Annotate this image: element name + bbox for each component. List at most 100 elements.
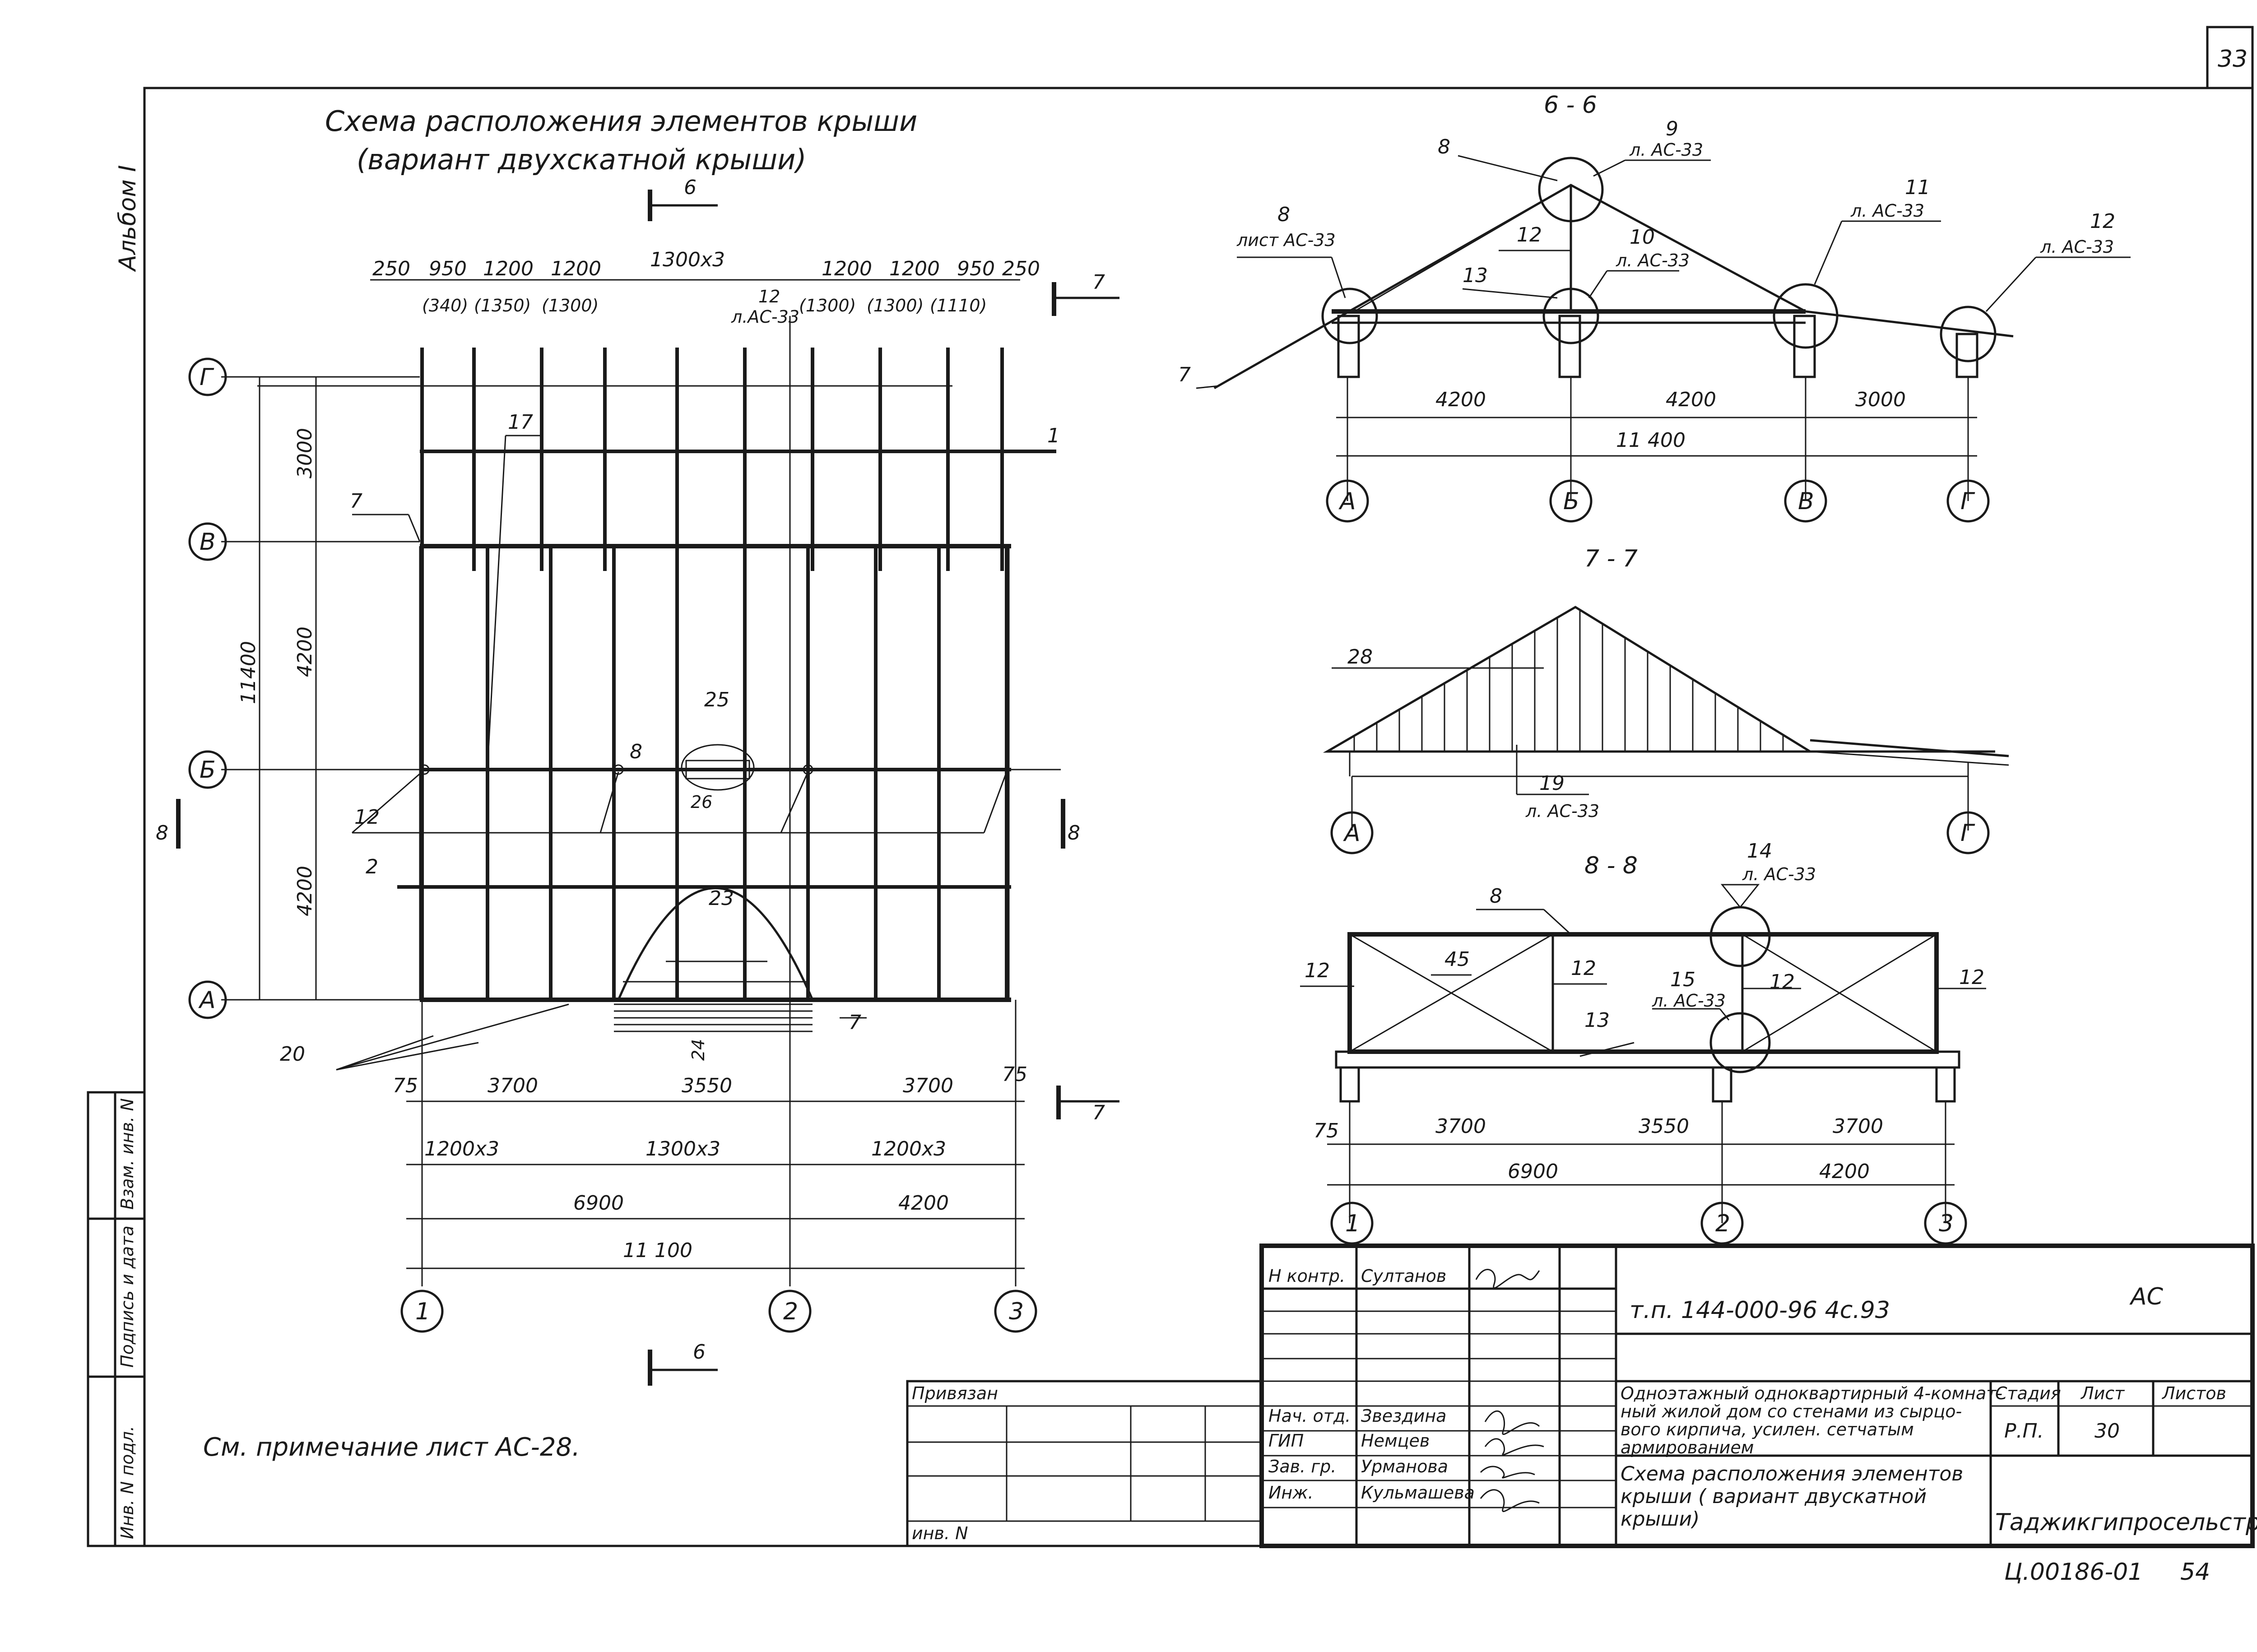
section-mark-6-top: 6 (684, 176, 697, 199)
top-dim: 1200 (889, 257, 940, 280)
project-desc: армированием (1621, 1438, 1754, 1457)
bottom-dim: 1200x3 (871, 1137, 946, 1160)
ref-12-num: 12 (758, 287, 780, 306)
signature-n-kontr (1475, 1269, 1540, 1289)
label-77: 28 (1347, 645, 1373, 668)
label-88: 45 (1444, 948, 1470, 971)
callout-num: 11 (1905, 176, 1930, 199)
role-label: Нач. отд. (1268, 1406, 1351, 1426)
callout-ref: л. АС-33 (1629, 140, 1703, 160)
callout-num: 12 (2090, 210, 2115, 233)
top-dim-sub: (1300) (542, 296, 599, 316)
n-kontr-name: Султанов (1361, 1266, 1446, 1286)
axis-88: 2 (1715, 1210, 1730, 1237)
title-block: Привязан инв. N Н контр. Султанов т.п. 1… (906, 1244, 2257, 1548)
footer-num: 54 (2180, 1559, 2210, 1586)
section-mark-8-right: 8 (1068, 821, 1080, 845)
axis-col-label: 1 (415, 1298, 430, 1325)
callout-ref: л. АС-33 (2040, 237, 2114, 257)
dim-88: 3550 (1639, 1115, 1689, 1138)
bottom-dim: 1300x3 (646, 1137, 720, 1160)
label-88: 13 (1584, 1009, 1610, 1032)
dim-66-total: 11 400 (1616, 429, 1686, 452)
callout-num: 9 (1666, 117, 1678, 140)
plan-label: 1 (1047, 424, 1060, 447)
callout-ref: л. АС-33 (1616, 251, 1690, 270)
page-number: 33 (2218, 46, 2248, 73)
label-66: 13 (1463, 264, 1488, 287)
role-label: Инж. (1268, 1483, 1314, 1503)
section-6-6: 6 - 6 4200 4200 3000 11 400 А Б В (1178, 92, 2131, 523)
inv-n-label: инв. N (912, 1523, 968, 1543)
callout-15: 15 (1670, 968, 1695, 991)
top-dim-sub: (1350) (474, 296, 531, 316)
top-dim: 950 (957, 257, 995, 280)
bottom-dim: 75 (1002, 1063, 1027, 1086)
axis-row-label: А (198, 987, 216, 1014)
left-dim: 4200 (293, 626, 316, 677)
section-mark-7-bottom: 7 (1092, 1101, 1105, 1124)
label-88: 12 (1959, 966, 1984, 989)
top-dim-sub: (1110) (930, 296, 987, 316)
top-dim: 1300x3 (650, 248, 725, 271)
label-77: 19 (1539, 772, 1565, 795)
role-name: Немцев (1361, 1431, 1430, 1451)
side-cell-podpis: Подпись и дата (117, 1225, 137, 1368)
album-label: Альбом I (114, 165, 141, 272)
axis-row-label: В (200, 529, 216, 556)
plan-label: 25 (704, 688, 729, 711)
role-label: Зав. гр. (1268, 1457, 1336, 1476)
plan-label: 17 (508, 411, 533, 434)
axis-row-label: Г (200, 364, 214, 391)
plan-label: 12 (354, 806, 380, 829)
axis-66: А (1338, 488, 1356, 515)
col-list: Лист (2080, 1383, 2125, 1403)
dim-88: 6900 (1508, 1160, 1558, 1183)
plan-label: 24 (688, 1039, 708, 1061)
hatch-24 (614, 1003, 813, 1032)
ref-19: л. АС-33 (1525, 801, 1599, 821)
signature-2 (1484, 1438, 1544, 1456)
top-dim: 250 (1002, 257, 1040, 280)
drawing-title-line2: (вариант двухскатной крыши) (357, 143, 807, 176)
dim-66: 3000 (1855, 388, 1906, 411)
plan-label: 2 (366, 855, 378, 878)
dim-66: 4200 (1435, 388, 1486, 411)
axis-88: 3 (1939, 1210, 1954, 1237)
dim-88: 3700 (1833, 1115, 1883, 1138)
bottom-dim: 3700 (903, 1074, 953, 1097)
top-dim: 1200 (822, 257, 872, 280)
project-desc: ный жилой дом со стенами из сырцо- (1621, 1401, 1962, 1421)
label-66: 7 (1178, 363, 1191, 386)
drawing-title-line1: Схема расположения элементов крыши (325, 105, 917, 138)
plan-label: 7 (350, 490, 362, 513)
signature-3 (1480, 1466, 1535, 1479)
dim-88: 4200 (1819, 1160, 1870, 1183)
section-mark-6-bottom: 6 (693, 1341, 706, 1364)
axis-66: Б (1563, 488, 1579, 515)
side-cell-inv: Инв. N подл. (117, 1426, 137, 1539)
sheet-title: крыши ( вариант двускатной (1621, 1485, 1927, 1508)
axis-77: Г (1960, 820, 1975, 847)
hatch-77 (1353, 610, 1784, 752)
privyazan-label: Привязан (912, 1383, 998, 1403)
side-stamp: Взам. инв. N Подпись и дата Инв. N подл. (87, 1091, 146, 1547)
drawing-note: См. примечание лист АС-28. (203, 1433, 580, 1462)
rafters (420, 348, 1008, 1000)
callout-ref: лист АС-33 (1236, 230, 1336, 250)
sheet-frame: 33 Альбом I (114, 26, 2254, 1547)
top-dim: 250 (372, 257, 410, 280)
label-66: 12 (1517, 223, 1542, 246)
roof-plan: 6 6 7 7 8 8 250 950 1200 1200 1300x3 120… (156, 176, 1119, 1386)
plan-label: 26 (691, 792, 712, 812)
n-kontr-label: Н контр. (1268, 1266, 1345, 1286)
section-8-8: 8 - 8 14 л. АС-33 15 л. АС-33 8 12 45 12 (1300, 840, 1986, 1245)
bottom-dim: 6900 (573, 1192, 624, 1215)
col-stadiya: Стадия (1995, 1383, 2061, 1403)
plan-label: 23 (709, 887, 734, 910)
axis-77: А (1343, 820, 1361, 847)
top-dim-sub: (1300) (867, 296, 924, 316)
top-dim-sub: (340) (422, 296, 468, 316)
section-title: 8 - 8 (1584, 852, 1638, 879)
label-88: 12 (1769, 970, 1795, 993)
